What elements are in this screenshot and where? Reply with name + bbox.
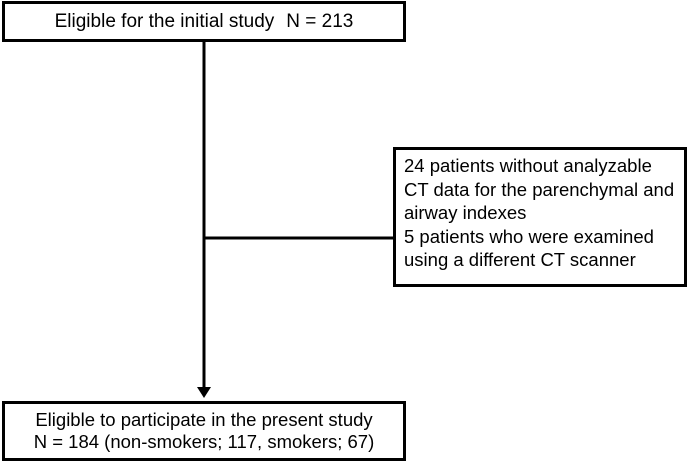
initial-study-box: Eligible for the initial study N = 213 xyxy=(2,1,406,42)
exclusion-box: 24 patients without analyzable CT data f… xyxy=(393,147,687,287)
present-study-label: Eligible to participate in the present s… xyxy=(35,409,373,430)
flow-arrowhead xyxy=(197,387,211,398)
present-study-count: N = 184 (non-smokers; 117, smokers; 67) xyxy=(33,431,375,452)
exclusion-line: using a different CT scanner xyxy=(404,249,636,270)
initial-study-label: Eligible for the initial study xyxy=(54,10,275,32)
exclusion-line: airway indexes xyxy=(404,202,527,223)
exclusion-line: 5 patients who were examined xyxy=(404,225,654,247)
present-study-box: Eligible to participate in the present s… xyxy=(2,401,406,461)
exclusion-line: CT data for the parenchymal and xyxy=(404,178,675,200)
initial-study-count: N = 213 xyxy=(286,10,354,32)
exclusion-line: 24 patients without analyzable xyxy=(404,155,652,176)
